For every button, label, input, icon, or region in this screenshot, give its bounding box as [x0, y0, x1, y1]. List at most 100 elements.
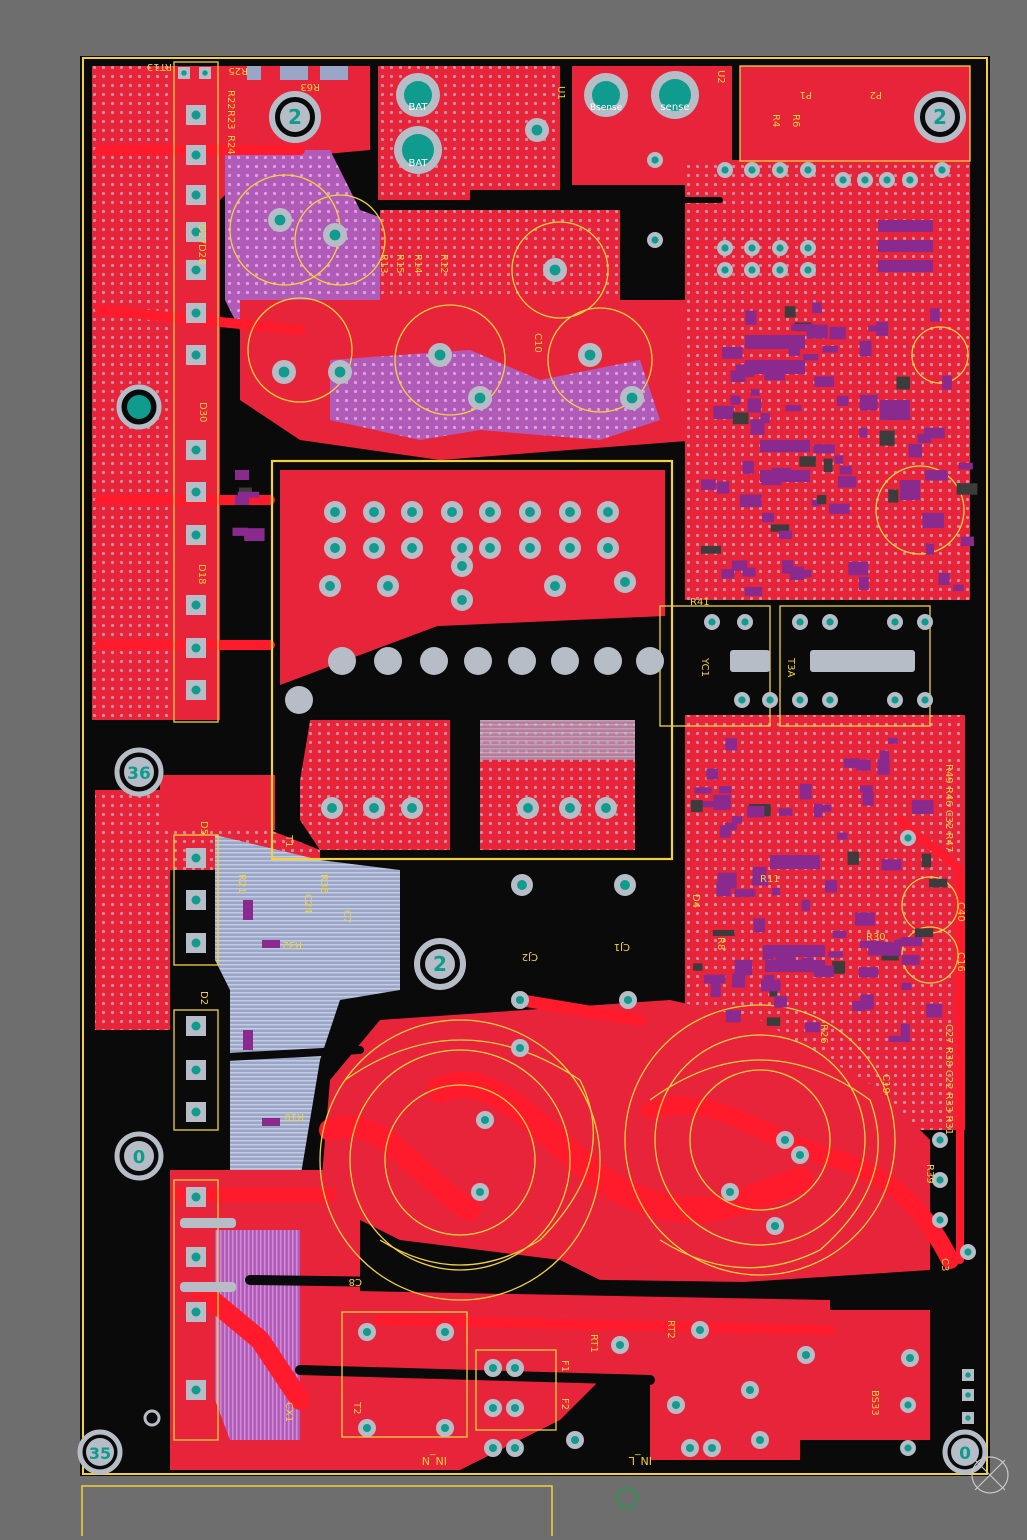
- pad-hole: [191, 685, 201, 695]
- smd-part: [879, 430, 895, 446]
- smd-part: [878, 220, 933, 232]
- smd-part: [880, 400, 910, 420]
- smd-part: [942, 375, 952, 390]
- smd-part: [832, 930, 847, 938]
- pad-hole: [523, 803, 533, 813]
- heatsink-stripes: [480, 720, 635, 760]
- smd-part: [859, 940, 881, 948]
- smd-part: [730, 395, 741, 405]
- mounting-pad-2-mid: 2: [414, 938, 466, 990]
- smd-part: [829, 326, 846, 340]
- pad-hole: [330, 507, 340, 517]
- smd-part: [713, 794, 731, 810]
- smd-part: [247, 66, 261, 80]
- pad-hole: [510, 1443, 520, 1453]
- smd-part: [956, 483, 978, 495]
- pad-hole: [191, 530, 201, 540]
- smd-part: [232, 527, 248, 536]
- pad-hole: [191, 1252, 201, 1262]
- smd-part: [751, 878, 769, 886]
- pad-hole: [488, 1443, 498, 1453]
- smd-part: [828, 951, 844, 958]
- mounting-pad-36-label: 36: [127, 764, 151, 784]
- smd-part: [745, 335, 805, 349]
- pad-hole: [191, 308, 201, 318]
- pad-hole: [685, 1443, 695, 1453]
- pad-hole: [796, 618, 804, 626]
- copper-pour-bottom-rr: [800, 1310, 930, 1440]
- smd-part: [834, 455, 844, 464]
- transformer-slot-pads: [285, 647, 664, 714]
- label-r22: R22: [225, 90, 236, 110]
- smd-part: [878, 260, 933, 272]
- smd-part: [262, 940, 280, 948]
- label-r25: R25: [228, 65, 248, 76]
- smd-part: [744, 587, 763, 596]
- pad-hole: [515, 1043, 525, 1053]
- pad-hole: [603, 543, 613, 553]
- smd-part: [742, 460, 754, 474]
- smd-part: [799, 783, 812, 800]
- pad-hole: [362, 1423, 372, 1433]
- smd-part: [761, 979, 781, 992]
- label-r23: R23: [225, 110, 236, 130]
- pad-hole: [721, 244, 729, 252]
- smd-part: [802, 569, 812, 578]
- smd-part: [731, 560, 748, 571]
- label-t3a: T3A: [785, 657, 796, 677]
- pad-hole: [755, 1435, 765, 1445]
- pad-hole: [457, 595, 467, 605]
- smd-part: [829, 503, 850, 514]
- label-r15: R15: [394, 254, 405, 274]
- pad-hole: [776, 244, 784, 252]
- mounting-pad-36: 36: [114, 747, 164, 797]
- pad-hole: [906, 176, 914, 184]
- smd-part: [805, 1022, 821, 1033]
- smd-part: [320, 66, 348, 80]
- smd-part: [925, 470, 948, 481]
- pad-hole: [565, 507, 575, 517]
- smd-part: [908, 443, 923, 458]
- pad-hole: [565, 543, 575, 553]
- pad-hole: [191, 1307, 201, 1317]
- label-u2: U2: [715, 70, 726, 84]
- pad-hole: [804, 166, 812, 174]
- label-in-n: IN_N: [422, 1454, 447, 1467]
- mounting-pad-0-right: 0: [942, 1429, 988, 1475]
- pad-hole: [191, 1065, 201, 1075]
- smd-part: [859, 785, 873, 793]
- smd-part: [785, 405, 802, 412]
- mounting-pad-0-left: 0: [114, 1131, 164, 1181]
- pad-hole: [447, 507, 457, 517]
- label-c3: C3: [939, 1258, 950, 1271]
- smd-part: [843, 758, 860, 768]
- pad-hole: [191, 445, 201, 455]
- pad-hole: [936, 1216, 944, 1224]
- sense-terminal-b-label: sense: [660, 102, 689, 113]
- smd-part: [784, 306, 796, 318]
- pad-hole: [191, 1385, 201, 1395]
- pad-hole: [708, 618, 716, 626]
- smd-part: [881, 952, 899, 961]
- smd-part: [837, 832, 848, 840]
- smd-part: [888, 737, 898, 744]
- smd-part: [703, 974, 726, 984]
- silkscreen-labels: RT13 R25 R63 R22 R23 R24 R13 R15 R14 R12…: [147, 61, 966, 1467]
- smd-part: [953, 584, 964, 592]
- smd-part: [747, 398, 762, 413]
- pad-hole: [565, 803, 575, 813]
- smd-part: [746, 806, 765, 818]
- pad-hole: [776, 166, 784, 174]
- smd-components: [232, 66, 978, 1126]
- smd-part: [690, 800, 703, 812]
- pad-hole: [329, 229, 341, 241]
- pad-hole: [327, 803, 337, 813]
- smd-part: [839, 466, 853, 475]
- pad-hole: [620, 577, 630, 587]
- pad-hole: [181, 70, 187, 76]
- pad-hole: [905, 1353, 915, 1363]
- pad-hole: [938, 166, 946, 174]
- smd-part: [799, 456, 816, 467]
- pad-hole: [839, 176, 847, 184]
- pad-hole: [776, 266, 784, 274]
